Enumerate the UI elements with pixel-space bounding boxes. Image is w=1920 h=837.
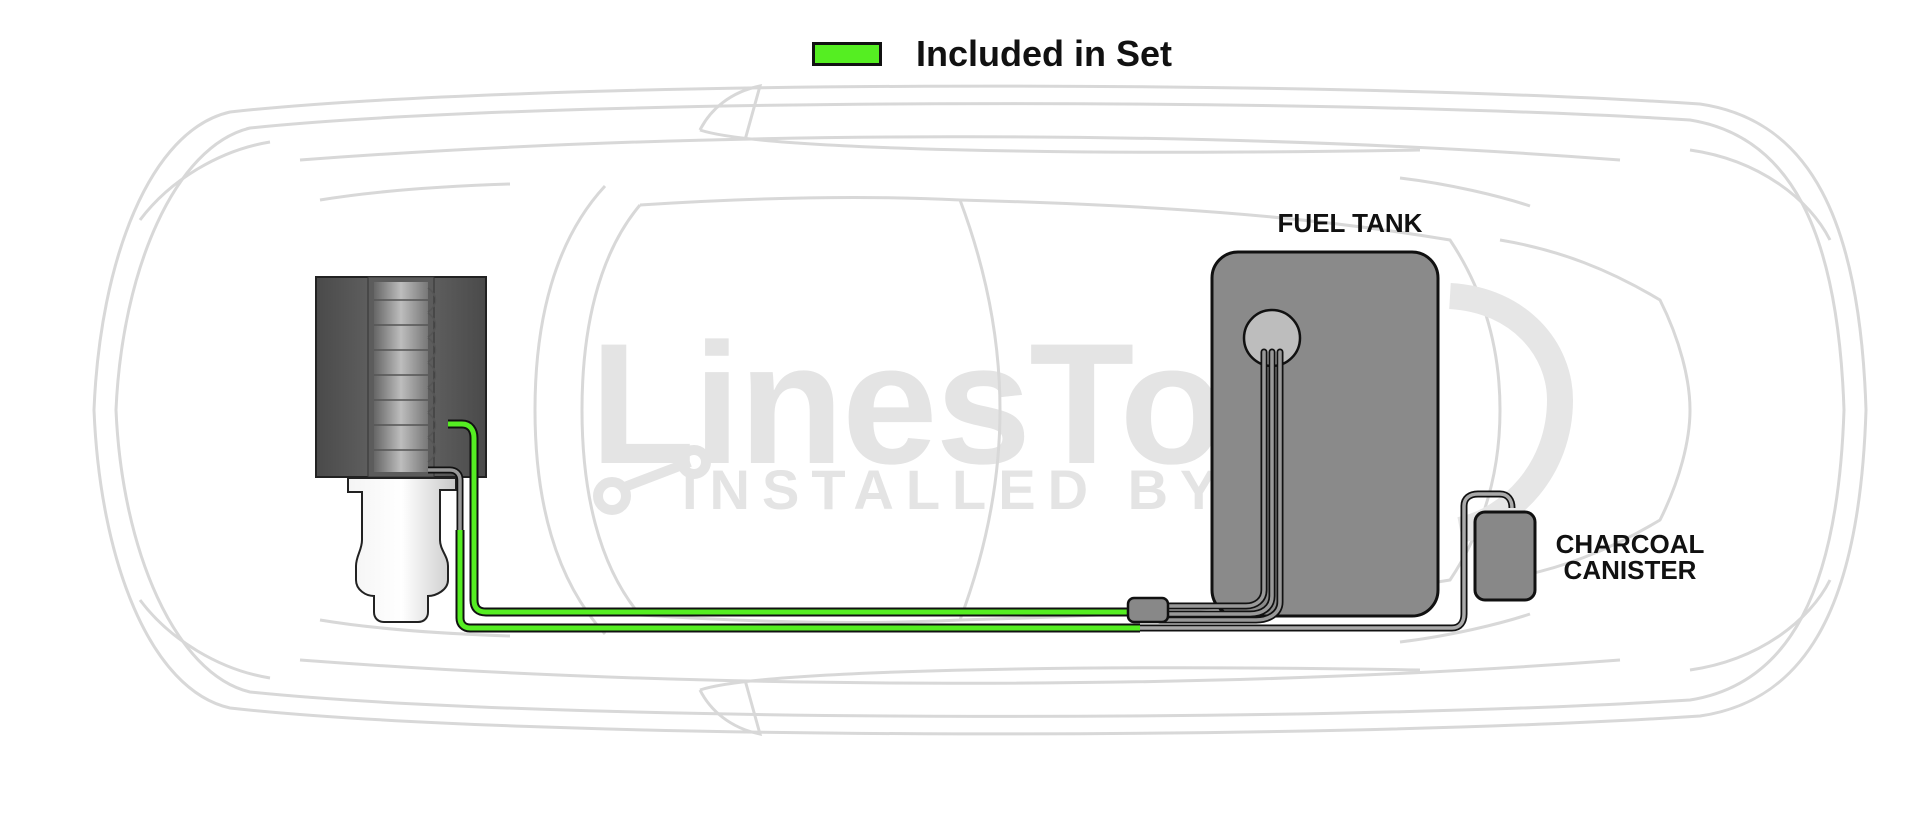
legend-swatch-included — [812, 42, 882, 66]
rear-mirror-top — [1399, 176, 1531, 208]
rear-deck — [1499, 238, 1692, 582]
fuel-filter — [1126, 596, 1170, 624]
car-body-outer — [92, 84, 1868, 736]
fuel-tank-label: FUEL TANK — [1277, 208, 1423, 238]
engine-stub-line — [428, 466, 464, 530]
tank-fuel-lines — [1156, 348, 1284, 624]
legend-label: Included in Set — [916, 33, 1173, 74]
legend: Included in Set — [812, 30, 1172, 78]
watermark-tagline: INSTALLED BY A — [682, 458, 1307, 521]
front-hood-line — [319, 182, 511, 202]
mirror-right-bottom — [698, 679, 763, 736]
headlight-left-bottom — [138, 599, 271, 680]
car-body-inner — [114, 102, 1846, 718]
front-hood-line-bottom — [319, 618, 511, 638]
car-outline — [92, 84, 1868, 736]
windshield — [533, 184, 607, 636]
side-sill-top — [299, 135, 1621, 162]
included-return-line — [455, 530, 1140, 633]
taillight-bottom — [1689, 579, 1832, 672]
roof-outline — [639, 195, 1002, 625]
door-seam-bottom — [699, 666, 1421, 692]
wrench-nut-icon — [593, 445, 711, 515]
side-sill-bottom — [299, 658, 1621, 685]
watermark-ring — [1448, 283, 1574, 543]
transmission — [347, 477, 457, 623]
engine-block — [315, 276, 487, 478]
charcoal-canister-label-line1: CHARCOAL — [1555, 529, 1705, 559]
charcoal-canister-label-line2: CANISTER — [1563, 555, 1697, 585]
headlight-left-top — [138, 140, 271, 221]
canister-hose — [1140, 490, 1516, 632]
mirror-left-top — [698, 84, 763, 141]
watermark-brand: LinesTo — [590, 308, 1225, 500]
door-seam-top — [699, 128, 1421, 154]
fuel-tank — [1210, 250, 1440, 618]
windshield-inner — [580, 204, 642, 616]
included-supply-line — [448, 419, 1140, 617]
rear-mirror-bottom — [1399, 612, 1531, 644]
charcoal-canister-label: CHARCOAL CANISTER — [1540, 531, 1720, 583]
charcoal-canister — [1473, 510, 1537, 602]
taillight-top — [1689, 148, 1832, 241]
